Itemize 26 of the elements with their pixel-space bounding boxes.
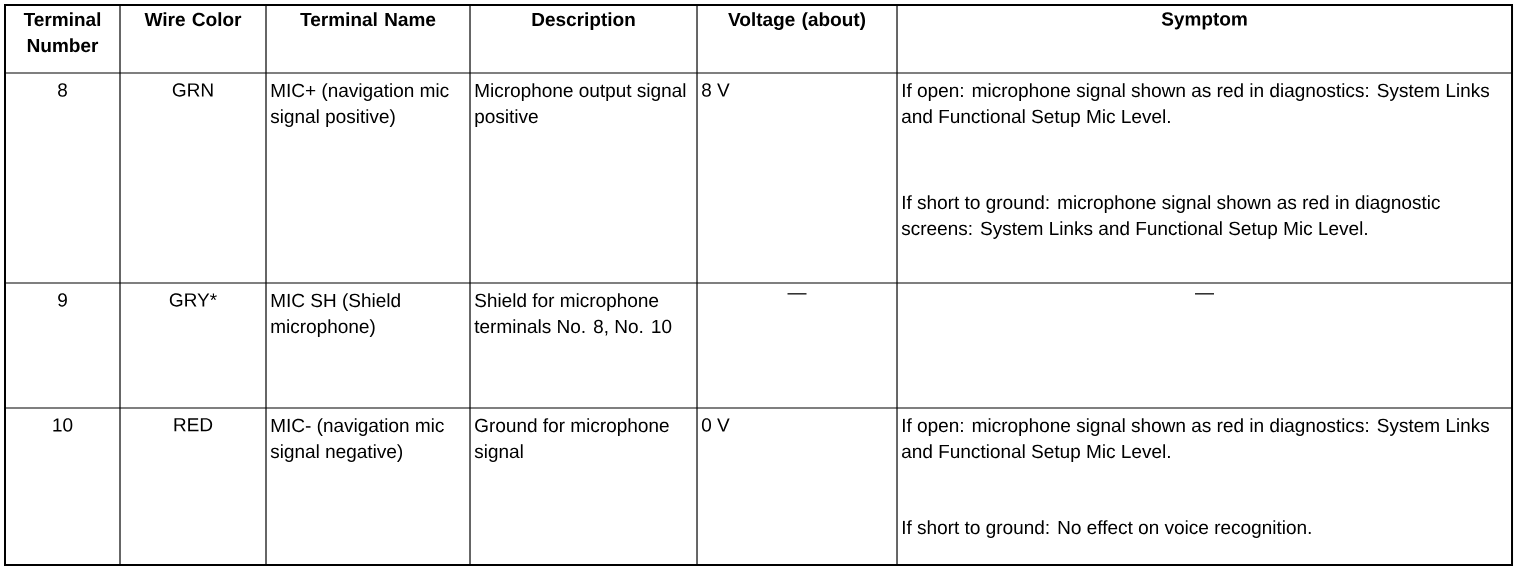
- symptom-text: If open: microphone signal shown as red in diagnostics: System Links and Functional Setup Mic Level.: [902, 83, 1490, 127]
- column-header: Wire Color: [144, 12, 242, 27]
- column-header: Voltage (about): [728, 12, 866, 30]
- symptom-text: If open: microphone signal shown as red in diagnostics: System Links and Functional Setup Mic Level.: [902, 418, 1490, 462]
- column-header: Terminal Number: [23, 12, 101, 53]
- wire-color: GRN: [172, 83, 213, 97]
- terminal-number: 9: [58, 293, 67, 307]
- dash: —: [787, 293, 807, 295]
- terminal-number: 8: [58, 83, 67, 97]
- wire-color: RED: [174, 418, 213, 432]
- description-text: Ground for microphone signal: [474, 418, 669, 462]
- terminal-number: 10: [53, 418, 73, 432]
- column-header: Terminal Name: [300, 12, 436, 27]
- wire-color: GRY*: [169, 293, 217, 307]
- symptom-text: If short to ground: microphone signal shown as red in diagnostic screens: System Links and Functional Setup Mic Level.: [901, 195, 1440, 239]
- column-header: Symptom: [1161, 12, 1247, 30]
- description-text: Shield for microphone terminals No. 8, No. 10: [474, 293, 672, 336]
- terminal-name: MIC SH (Shield microphone): [271, 293, 400, 337]
- voltage-value: 8 V: [702, 83, 730, 97]
- dash: —: [1195, 293, 1214, 295]
- voltage-value: 0 V: [701, 418, 730, 432]
- column-header: Description: [532, 12, 635, 30]
- terminal-name: MIC+ (navigation mic signal positive): [270, 83, 449, 127]
- terminal-name: MIC- (navigation mic signal negative): [270, 418, 444, 462]
- description-text: Microphone output signal positive: [475, 83, 686, 127]
- symptom-text: If short to ground: No effect on voice recognition.: [902, 520, 1311, 538]
